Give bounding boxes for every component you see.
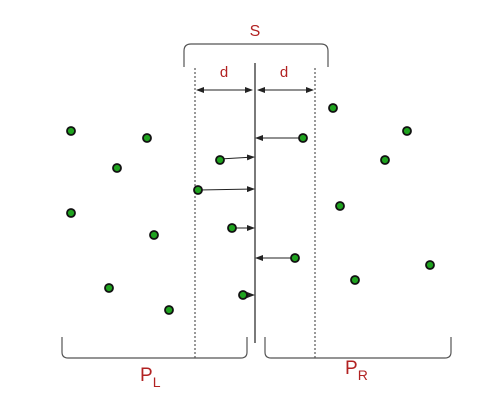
left-set-brace: [61, 337, 248, 359]
points: [66, 103, 435, 315]
point: [380, 155, 390, 165]
point: [238, 290, 248, 300]
left-set-label-sub: L: [153, 374, 161, 390]
point: [112, 163, 122, 173]
projection-arrow: [198, 186, 255, 193]
point: [290, 253, 300, 263]
point: [142, 133, 152, 143]
left-set-label: PL: [140, 365, 161, 390]
strip-brace: [183, 43, 329, 67]
distance-label-left: d: [220, 64, 228, 81]
right-set-label-sub: R: [358, 367, 368, 383]
point: [149, 230, 159, 240]
point: [328, 103, 338, 113]
right-set-label: PR: [345, 358, 368, 383]
point: [227, 223, 237, 233]
point: [164, 305, 174, 315]
point: [350, 275, 360, 285]
projection-arrow: [219, 154, 255, 161]
point: [66, 208, 76, 218]
point: [402, 126, 412, 136]
point: [298, 133, 308, 143]
strip-label: S: [250, 23, 261, 40]
point: [193, 185, 203, 195]
point: [425, 260, 435, 270]
right-set-label-main: P: [345, 358, 358, 379]
distance-label-right: d: [280, 64, 288, 81]
point: [66, 126, 76, 136]
left-set-label-main: P: [140, 365, 153, 386]
point: [215, 155, 225, 165]
point: [104, 283, 114, 293]
point: [335, 201, 345, 211]
right-set-brace: [264, 337, 452, 359]
